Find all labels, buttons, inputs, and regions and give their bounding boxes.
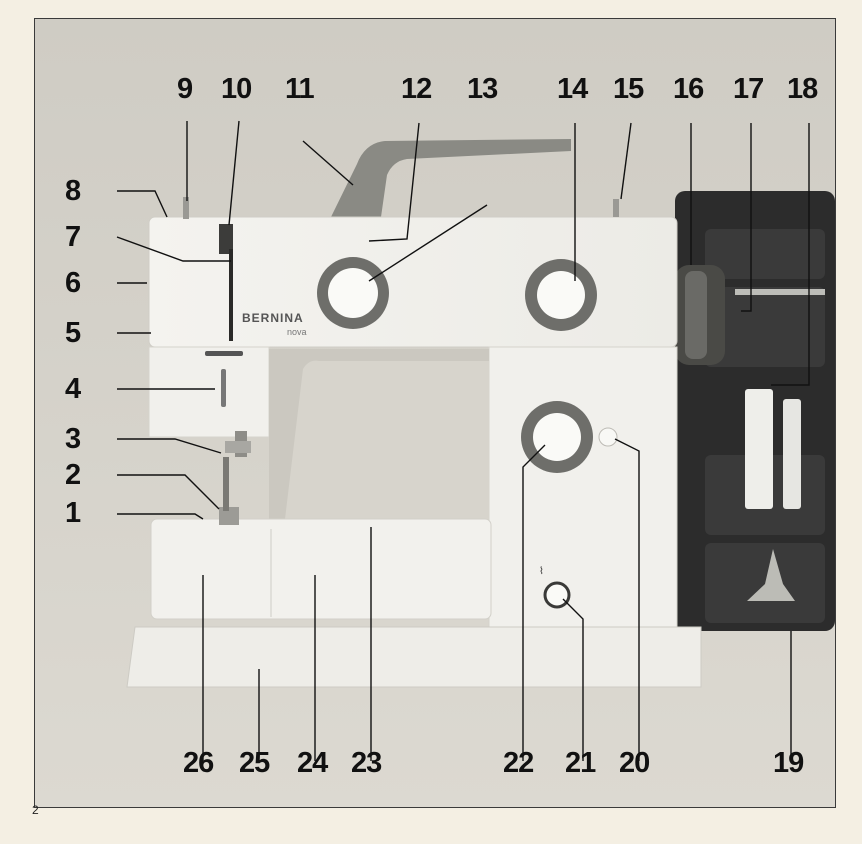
callout-8: 8 <box>65 175 81 207</box>
callout-19: 19 <box>773 747 804 779</box>
carrying-handle <box>331 139 571 217</box>
callout-20: 20 <box>619 747 650 779</box>
callout-25: 25 <box>239 747 270 779</box>
callout-10: 10 <box>221 73 252 105</box>
free-arm <box>150 518 492 620</box>
callout-13: 13 <box>467 73 498 105</box>
brand-label: BERNINA <box>242 311 304 325</box>
callout-2: 2 <box>65 459 81 491</box>
base-plate <box>126 626 702 688</box>
callout-21: 21 <box>565 747 596 779</box>
stitch-width-dial <box>317 257 389 329</box>
figure-frame: ⌇ <box>34 18 836 808</box>
callout-9: 9 <box>177 73 193 105</box>
callout-18: 18 <box>787 73 818 105</box>
pattern-selector-dial <box>525 259 597 331</box>
callout-3: 3 <box>65 423 81 455</box>
stitch-button <box>543 581 571 609</box>
callout-16: 16 <box>673 73 704 105</box>
svg-text:⌇: ⌇ <box>539 566 544 577</box>
callout-26: 26 <box>183 747 214 779</box>
leader-lines <box>116 120 810 761</box>
callout-6: 6 <box>65 267 81 299</box>
callout-15: 15 <box>613 73 644 105</box>
machine-pillar <box>488 346 678 638</box>
stitch-length-dial <box>521 401 593 473</box>
callout-7: 7 <box>65 221 81 253</box>
page-number: 2 <box>32 803 39 817</box>
callout-14: 14 <box>557 73 588 105</box>
sewing-machine-photo: ⌇ <box>35 19 835 807</box>
callout-4: 4 <box>65 373 81 405</box>
callout-24: 24 <box>297 747 328 779</box>
reverse-button <box>598 427 618 447</box>
callout-23: 23 <box>351 747 382 779</box>
callout-1: 1 <box>65 497 81 529</box>
model-label: nova <box>287 327 307 337</box>
callout-22: 22 <box>503 747 534 779</box>
callout-17: 17 <box>733 73 764 105</box>
callout-5: 5 <box>65 317 81 349</box>
callout-12: 12 <box>401 73 432 105</box>
callout-11: 11 <box>285 73 315 105</box>
